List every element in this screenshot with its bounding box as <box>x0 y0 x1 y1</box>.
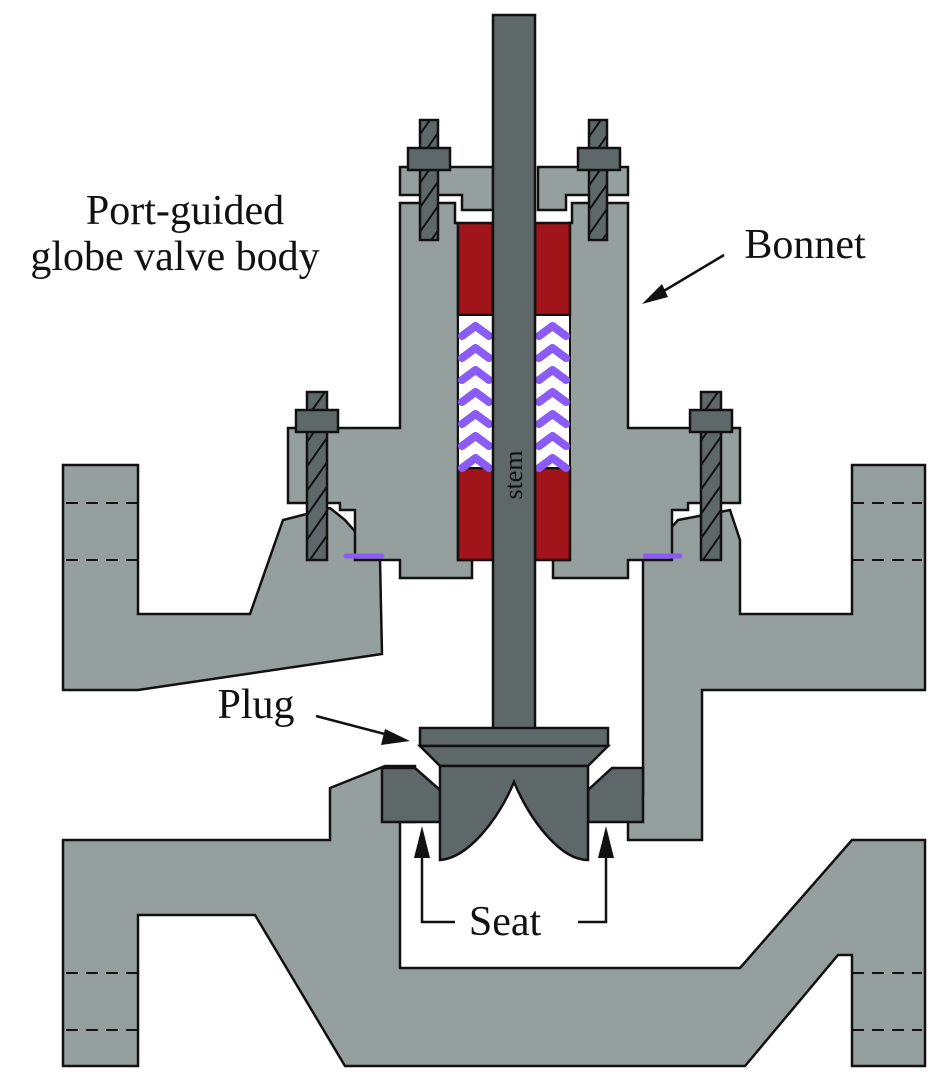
gland-stud-right <box>587 118 609 242</box>
packing <box>456 221 572 562</box>
seat-arrowhead-left <box>414 826 430 858</box>
spring-coil <box>458 322 493 340</box>
arrowheads <box>381 284 668 858</box>
plug-label: Plug <box>217 682 294 728</box>
bonnet-label: Bonnet <box>744 222 866 268</box>
plug-body <box>438 764 590 862</box>
bonnet-arrowhead <box>642 284 668 304</box>
spring-coil <box>535 454 570 472</box>
spring-coil <box>458 344 493 362</box>
spring-coil <box>535 344 570 362</box>
plug-cap <box>418 726 610 748</box>
packing-spring <box>458 322 570 472</box>
packing-upper-left <box>456 221 495 317</box>
bonnet-stud-left <box>305 390 329 562</box>
plug-arrowhead <box>381 729 410 745</box>
packing-lower-right <box>533 466 572 562</box>
seat-ring-left <box>380 766 442 824</box>
bonnet-stud-right <box>699 390 723 562</box>
studs <box>294 118 734 562</box>
spring-coil <box>535 388 570 406</box>
spring-coil <box>458 432 493 450</box>
spring-coil <box>535 366 570 384</box>
packing-upper-right <box>533 221 572 317</box>
seat-label: Seat <box>469 899 542 945</box>
seat-arrow-right <box>578 842 608 924</box>
seat-ring-right <box>586 766 645 824</box>
seat-arrowhead-right <box>598 826 614 858</box>
gland-nut-right <box>576 146 622 172</box>
title-line-2: globe valve body <box>30 234 319 280</box>
plug-skirt <box>416 744 612 768</box>
gland-stud-left <box>418 118 440 242</box>
bonnet-nut-right <box>688 408 734 434</box>
valve-body-left-flange <box>61 463 384 692</box>
stem <box>491 13 537 732</box>
bonnet-nut-left <box>294 408 340 434</box>
spring-coil <box>458 454 493 472</box>
spring-coil <box>458 366 493 384</box>
spring-coil <box>458 410 493 428</box>
seat-arrow-left <box>420 842 455 924</box>
packing-lower-left <box>456 466 495 562</box>
plug <box>416 726 612 862</box>
flange-bolt-holes <box>66 502 922 1031</box>
gland-nut-left <box>406 146 452 172</box>
spring-coil <box>535 432 570 450</box>
title-line-1: Port-guided <box>86 188 284 234</box>
spring-coil <box>535 410 570 428</box>
spring-coil <box>535 322 570 340</box>
stem-label: stem <box>499 450 528 499</box>
spring-coil <box>458 388 493 406</box>
